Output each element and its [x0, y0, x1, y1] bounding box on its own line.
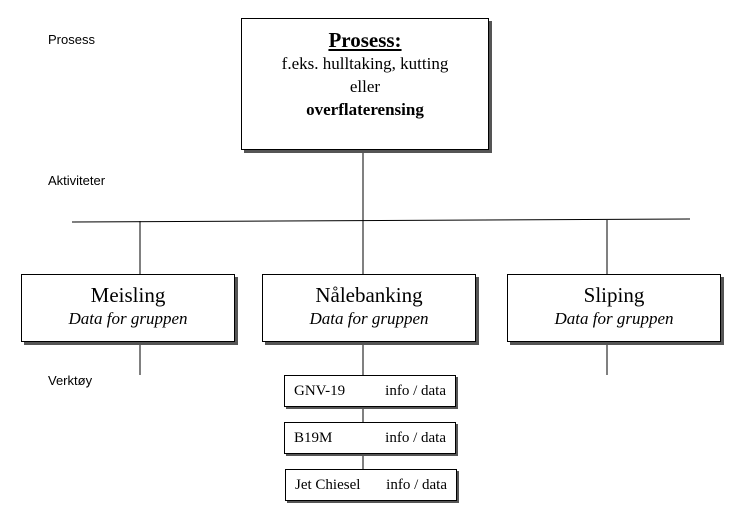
tool-box-b19m: B19M info / data — [284, 422, 456, 454]
activities-level-label: Aktiviteter — [48, 173, 106, 188]
tool-name: GNV-19 — [294, 383, 346, 399]
activity-subtitle: Data for gruppen — [309, 309, 429, 328]
activity-box-sliping: Sliping Data for gruppen — [507, 274, 721, 342]
activity-name: Nålebanking — [315, 283, 423, 307]
process-level-label: Prosess — [48, 32, 95, 47]
tool-info: info / data — [385, 383, 446, 399]
tool-info: info / data — [385, 430, 446, 446]
process-example-bold: overflaterensing — [306, 100, 424, 120]
tool-name: B19M — [294, 430, 333, 446]
activity-box-nalebanking: Nålebanking Data for gruppen — [262, 274, 476, 342]
activity-name: Sliping — [583, 283, 645, 307]
tool-box-gnv19: GNV-19 info / data — [284, 375, 456, 407]
tool-box-jet-chiesel: Jet Chiesel info / data — [285, 469, 457, 501]
process-conjunction: eller — [349, 77, 381, 97]
process-box: Prosess: f.eks. hulltaking, kutting elle… — [241, 18, 489, 150]
activity-name: Meisling — [90, 283, 166, 307]
tool-info: info / data — [386, 477, 447, 493]
process-title: Prosess: — [328, 28, 402, 52]
process-example: f.eks. hulltaking, kutting — [281, 54, 449, 74]
horizontal-bus — [71, 218, 691, 223]
tool-name: Jet Chiesel — [295, 477, 361, 493]
activity-subtitle: Data for gruppen — [68, 309, 188, 328]
activity-subtitle: Data for gruppen — [554, 309, 674, 328]
activity-box-meisling: Meisling Data for gruppen — [21, 274, 235, 342]
tools-level-label: Verktøy — [48, 373, 93, 388]
